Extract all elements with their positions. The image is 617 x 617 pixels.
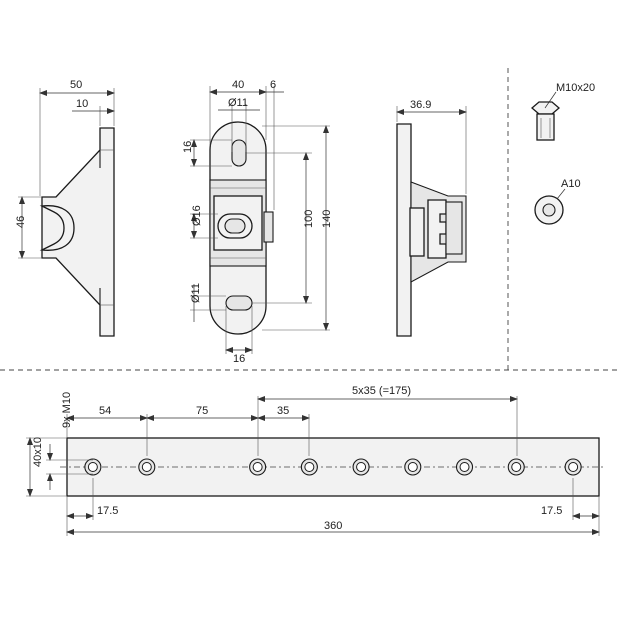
dim-edge-left: 17.5 [97, 505, 118, 517]
dim-height-46: 46 [15, 216, 27, 228]
front-view: 40 6 Ø11 16 Ø16 Ø11 16 100 [182, 79, 333, 365]
dim-width-50: 50 [70, 79, 82, 91]
dim-first-hole-54: 54 [99, 405, 111, 417]
dim-depth-36-9: 36.9 [410, 99, 431, 111]
washer-label: A10 [561, 178, 581, 190]
bolt-icon [531, 91, 560, 141]
dim-pitch-35: 35 [277, 405, 289, 417]
rail-hole-bore [252, 462, 263, 472]
dim-length-360: 360 [324, 520, 342, 532]
dim-bottom-hole: Ø11 [190, 283, 202, 303]
dim-flange-10: 10 [76, 98, 88, 110]
rail-hole-bore [356, 462, 367, 472]
rail-hole-bore [407, 462, 418, 472]
side-view-right: 36.9 [396, 99, 467, 337]
dim-top-hole: Ø11 [228, 97, 248, 109]
rail-hole-bore [87, 462, 98, 472]
rail-hole-bore [568, 462, 579, 472]
washer-icon [534, 188, 566, 225]
rail-hole-bore [304, 462, 315, 472]
dim-section-40x10: 40x10 [32, 437, 44, 467]
dim-slot-16: 16 [182, 141, 194, 153]
rail-view: 54 75 35 5x35 (=175) 9x M10 40x10 17.5 1… [26, 385, 604, 536]
dim-edge-right: 17.5 [541, 505, 562, 517]
dim-offset-6: 6 [270, 79, 276, 91]
rail-holes [84, 458, 582, 476]
rail-hole-bore [141, 462, 152, 472]
side-view-left: 50 10 46 [15, 79, 115, 337]
rail-hole-bore [511, 462, 522, 472]
dim-span-100: 100 [303, 210, 315, 228]
dim-gap-75: 75 [196, 405, 208, 417]
dim-holes-9x-m10: 9x M10 [61, 392, 73, 428]
dim-center-hole: Ø16 [191, 205, 203, 226]
dim-bottom-width-16: 16 [233, 353, 245, 365]
bolt-label: M10x20 [556, 82, 595, 94]
dim-total-140: 140 [321, 210, 333, 228]
dim-width-40: 40 [232, 79, 244, 91]
rail-hole-bore [459, 462, 470, 472]
dim-group-175: 5x35 (=175) [352, 385, 411, 397]
